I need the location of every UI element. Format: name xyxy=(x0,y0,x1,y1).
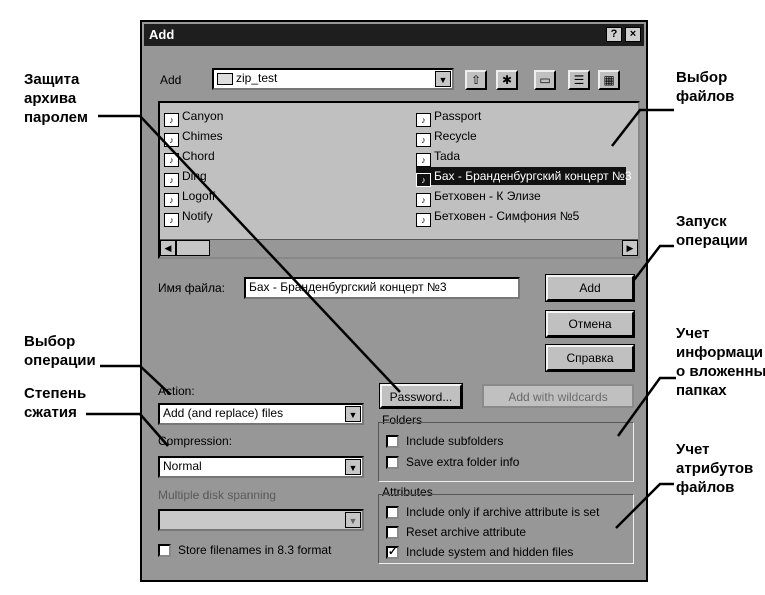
desktop-icon[interactable]: ▭ xyxy=(534,70,556,90)
wav-file-icon: ♪ xyxy=(416,113,431,127)
reset-archive-checkbox[interactable] xyxy=(386,526,399,539)
compression-dropdown[interactable]: Normal ▼ xyxy=(158,456,364,478)
folder-icon xyxy=(217,73,233,85)
annotation-password: Защита архива паролем xyxy=(24,71,88,126)
dropdown-arrow-icon[interactable]: ▼ xyxy=(345,512,361,528)
horizontal-scrollbar[interactable]: ◀ ▶ xyxy=(160,239,638,257)
spanning-dropdown[interactable]: ▼ xyxy=(158,509,364,531)
file-name: Бетховен - Симфония №5 xyxy=(434,209,580,223)
add-with-wildcards-button[interactable]: Add with wildcards xyxy=(482,384,634,408)
file-name: Notify xyxy=(182,209,213,223)
file-item-left[interactable]: ♪Canyon xyxy=(164,107,224,127)
annotation-select-files: Выбор файлов xyxy=(676,69,735,105)
location-value: zip_test xyxy=(236,71,278,85)
action-value: Add (and replace) files xyxy=(163,406,284,420)
wav-file-icon: ♪ xyxy=(416,153,431,167)
file-item-right[interactable]: ♪Recycle xyxy=(416,127,477,147)
save-extra-folder-info-label: Save extra folder info xyxy=(406,455,520,469)
scroll-right-icon[interactable]: ▶ xyxy=(622,240,638,256)
file-item-right[interactable]: ♪Бетховен - Симфония №5 xyxy=(416,207,580,227)
wav-file-icon: ♪ xyxy=(164,173,179,187)
file-name: Passport xyxy=(434,109,482,123)
file-name: Ding xyxy=(182,169,207,183)
title-bar: Add ? × xyxy=(144,24,644,46)
annotation-select-operation: Выбор операции xyxy=(24,333,96,369)
annotation-compression: Степень сжатия xyxy=(24,385,87,421)
wav-file-icon: ♪ xyxy=(416,133,431,147)
file-item-right[interactable]: ♪Бетховен - К Элизе xyxy=(416,187,541,207)
password-button[interactable]: Password... xyxy=(379,383,463,409)
attributes-group xyxy=(378,494,634,564)
dropdown-arrow-icon[interactable]: ▼ xyxy=(345,459,361,475)
file-name: Logoff xyxy=(182,189,216,203)
file-name: Chimes xyxy=(182,129,223,143)
wav-file-icon: ♪ xyxy=(416,213,431,227)
cancel-button[interactable]: Отмена xyxy=(545,310,635,338)
reset-archive-label: Reset archive attribute xyxy=(406,525,527,539)
file-list[interactable]: ◀ ▶ ♪Canyon♪Chimes♪Chord♪Ding♪Logoff♪Not… xyxy=(158,101,640,259)
file-item-left[interactable]: ♪Ding xyxy=(164,167,207,187)
compression-value: Normal xyxy=(163,459,202,473)
action-dropdown[interactable]: Add (and replace) files ▼ xyxy=(158,403,364,425)
wav-file-icon: ♪ xyxy=(416,193,431,207)
file-item-left[interactable]: ♪Chimes xyxy=(164,127,223,147)
help-title-button[interactable]: ? xyxy=(606,27,622,42)
spanning-label: Multiple disk spanning xyxy=(158,488,277,502)
file-name: Recycle xyxy=(434,129,477,143)
file-item-right[interactable]: ♪Passport xyxy=(416,107,482,127)
file-item-left[interactable]: ♪Chord xyxy=(164,147,215,167)
folders-label: Folders xyxy=(382,413,423,427)
include-subfolders-label: Include subfolders xyxy=(406,434,504,448)
wav-file-icon: ♪ xyxy=(164,133,179,147)
filename-input[interactable]: Бах - Бранденбургский концерт №3 xyxy=(244,277,520,299)
file-name: Canyon xyxy=(182,109,224,123)
add-dialog: Add ? × Add zip_test ▼ ⇧ ✱ ▭ ☰ ▦ ◀ ▶ ♪Ca… xyxy=(140,20,648,582)
include-subfolders-checkbox[interactable] xyxy=(386,435,399,448)
file-name: Tada xyxy=(434,149,461,163)
attributes-label: Attributes xyxy=(382,485,433,499)
store-8-3-checkbox[interactable] xyxy=(158,544,171,557)
dropdown-arrow-icon[interactable]: ▼ xyxy=(345,406,361,422)
file-name: Бах - Бранденбургский концерт №3 xyxy=(434,169,632,183)
location-label: Add xyxy=(160,73,182,87)
wav-file-icon: ♪ xyxy=(164,213,179,227)
location-dropdown[interactable]: zip_test ▼ xyxy=(212,68,454,90)
add-button[interactable]: Add xyxy=(545,274,635,302)
wav-file-icon: ♪ xyxy=(416,173,431,187)
new-folder-icon[interactable]: ✱ xyxy=(496,70,518,90)
action-label: Action: xyxy=(158,384,195,398)
details-view-icon[interactable]: ▦ xyxy=(598,70,620,90)
filename-label: Имя файла: xyxy=(158,281,225,295)
dropdown-arrow-icon[interactable]: ▼ xyxy=(435,71,451,87)
save-extra-folder-info-checkbox[interactable] xyxy=(386,456,399,469)
system-hidden-checkbox[interactable]: ✓ xyxy=(386,546,399,559)
folders-group xyxy=(378,422,634,482)
list-view-icon[interactable]: ☰ xyxy=(568,70,590,90)
wav-file-icon: ♪ xyxy=(164,113,179,127)
archive-only-label: Include only if archive attribute is set xyxy=(406,505,600,519)
scroll-left-icon[interactable]: ◀ xyxy=(160,240,176,256)
wav-file-icon: ♪ xyxy=(164,153,179,167)
file-item-left[interactable]: ♪Notify xyxy=(164,207,213,227)
wav-file-icon: ♪ xyxy=(164,193,179,207)
file-name: Chord xyxy=(182,149,215,163)
annotation-attributes: Учет атрибутов файлов xyxy=(676,441,754,496)
dialog-title: Add xyxy=(149,27,175,42)
store-8-3-label: Store filenames in 8.3 format xyxy=(178,543,332,557)
compression-label: Compression: xyxy=(158,434,233,448)
file-item-left[interactable]: ♪Logoff xyxy=(164,187,216,207)
help-button[interactable]: Справка xyxy=(545,344,635,372)
file-name: Бетховен - К Элизе xyxy=(434,189,541,203)
archive-only-checkbox[interactable] xyxy=(386,506,399,519)
file-item-right[interactable]: ♪Tada xyxy=(416,147,461,167)
annotation-start-operation: Запуск операции xyxy=(676,213,748,249)
annotation-subfolders: Учет информаци о вложенны папках xyxy=(676,325,765,399)
file-item-right[interactable]: ♪Бах - Бранденбургский концерт №3 xyxy=(416,167,632,187)
up-folder-icon[interactable]: ⇧ xyxy=(465,70,487,90)
close-title-button[interactable]: × xyxy=(625,27,641,42)
system-hidden-label: Include system and hidden files xyxy=(406,545,574,559)
scroll-thumb[interactable] xyxy=(176,240,210,256)
